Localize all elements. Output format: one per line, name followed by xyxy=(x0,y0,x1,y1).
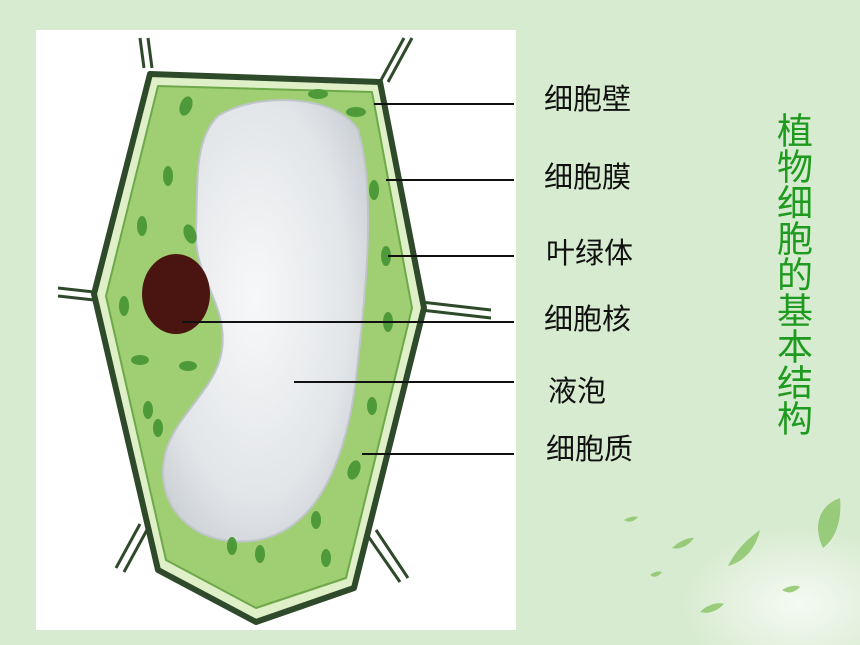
plant-cell-diagram xyxy=(57,37,514,625)
nucleus xyxy=(142,254,210,334)
leaf-decoration-icon xyxy=(624,498,841,613)
slide-title: 植物细胞的基本结构 xyxy=(771,112,812,436)
cell-diagram-panel xyxy=(36,30,516,630)
label-vacuole: 液泡 xyxy=(548,374,607,408)
label-cell-wall: 细胞壁 xyxy=(544,82,632,116)
label-nucleus: 细胞核 xyxy=(544,302,632,336)
chloroplasts xyxy=(119,89,393,567)
adjacent-cell-walls xyxy=(57,37,492,583)
label-cytoplasm: 细胞质 xyxy=(546,432,634,466)
label-cell-membrane: 细胞膜 xyxy=(544,160,632,194)
label-chloroplast: 叶绿体 xyxy=(546,236,634,270)
leader-lines xyxy=(182,103,514,455)
vacuole xyxy=(162,99,370,543)
